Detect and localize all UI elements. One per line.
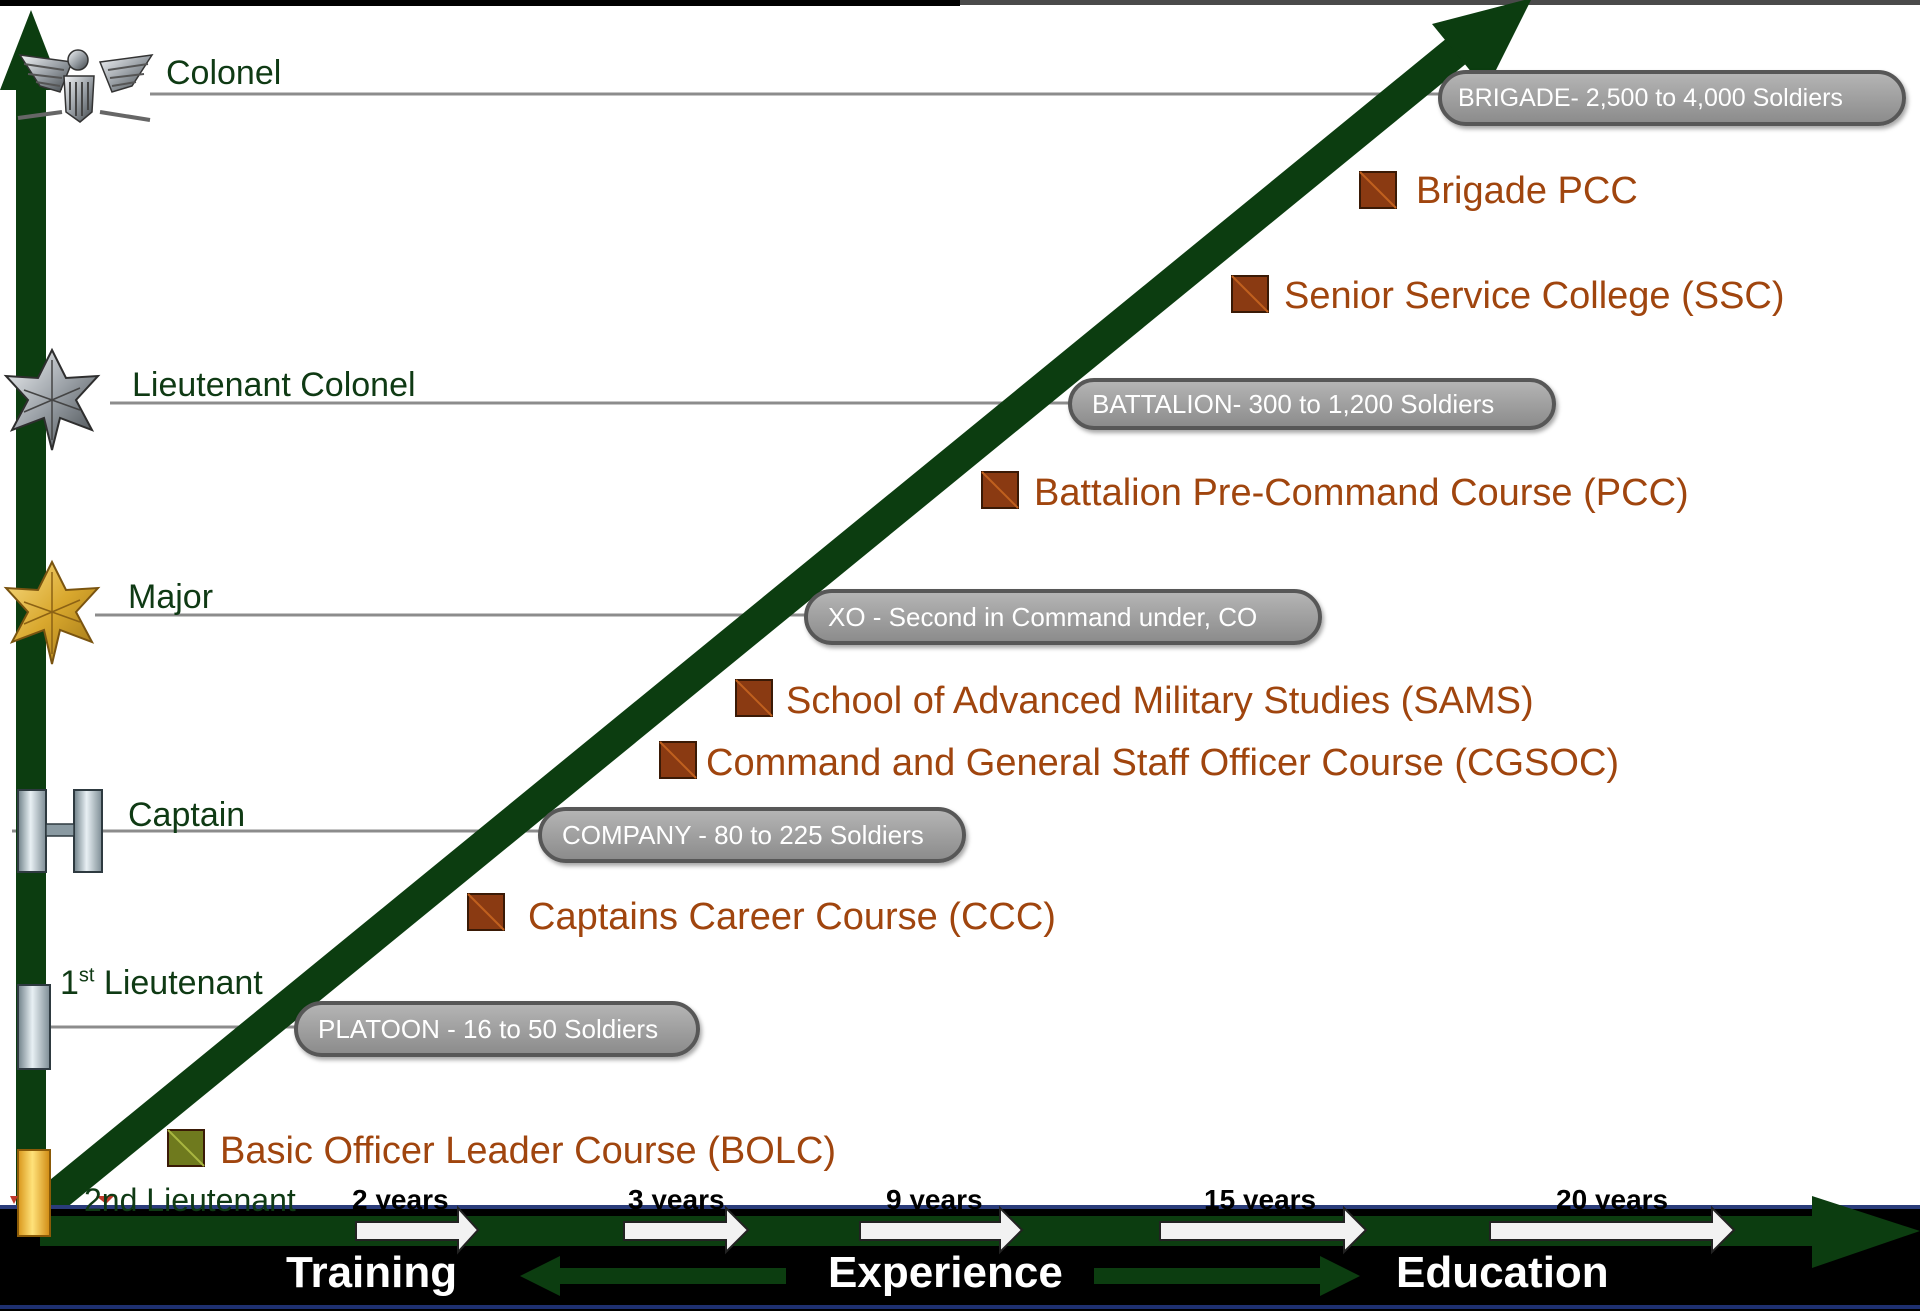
- colonel-eagle-icon: [17, 49, 154, 123]
- cgsoc-marker: [659, 741, 697, 779]
- ccc-marker: [467, 893, 505, 931]
- unit-company-pill: COMPANY - 80 to 225 Soldiers: [538, 807, 966, 863]
- unit-battalion-pill: BATTALION- 300 to 1,200 Soldiers: [1068, 378, 1556, 430]
- course-ssc: Senior Service College (SSC): [1284, 275, 1785, 317]
- rank-captain: Captain: [128, 796, 246, 834]
- year-label-20: 20 years: [1556, 1184, 1669, 1215]
- rank-colonel: Colonel: [166, 54, 282, 92]
- career-diagonal-arrowhead: [1432, 0, 1531, 90]
- year-arrow-3: [623, 1205, 750, 1255]
- brigade-pcc-marker: [1359, 171, 1397, 209]
- top-border-dark: [0, 0, 960, 6]
- unit-xo-pill: XO - Second in Command under, CO: [804, 589, 1322, 645]
- rank-second-lieutenant: 2nd Lieutenant: [84, 1182, 296, 1218]
- course-ccc: Captains Career Course (CCC): [528, 896, 1056, 938]
- first-lt-number: 1: [60, 964, 79, 1002]
- second-lieutenant-bar-icon: [10, 1149, 114, 1237]
- bottom-band-bottom-edge: [0, 1305, 1920, 1309]
- lieutenant-colonel-oak-leaf-icon: [3, 347, 101, 451]
- bolc-marker: [167, 1129, 205, 1167]
- course-brigade-pcc: Brigade PCC: [1416, 170, 1638, 212]
- course-sams: School of Advanced Military Studies (SAM…: [786, 680, 1534, 722]
- first-lt-suffix: st: [78, 964, 95, 987]
- rank-lieutenant-colonel: Lieutenant Colonel: [132, 366, 416, 404]
- top-border-gray: [960, 0, 1920, 5]
- rank-first-lieutenant: 1st Lieutenant: [60, 964, 263, 1003]
- phase-arrow-left: [520, 1256, 786, 1296]
- career-diagonal-arrow: [25, 35, 1471, 1225]
- year-arrow-2: [355, 1205, 480, 1255]
- captain-bars-icon: [17, 789, 103, 873]
- year-label-15: 15 years: [1204, 1184, 1317, 1215]
- year-arrow-15: [1159, 1205, 1368, 1255]
- year-arrow-9: [859, 1205, 1024, 1255]
- bottom-band-top-edge: [0, 1205, 1920, 1209]
- year-label-3: 3 years: [628, 1184, 725, 1215]
- year-arrow-20: [1489, 1205, 1736, 1255]
- phase-arrow-right: [1094, 1256, 1360, 1296]
- phase-training: Training: [286, 1248, 458, 1297]
- timeline-arrowhead: [1812, 1196, 1920, 1268]
- year-label-2: 2 years: [352, 1184, 449, 1215]
- major-oak-leaf-icon: [3, 559, 101, 665]
- unit-platoon-pill: PLATOON - 16 to 50 Soldiers: [294, 1001, 700, 1057]
- sams-marker: [735, 679, 773, 717]
- battalion-pcc-marker: [981, 471, 1019, 509]
- course-cgsoc: Command and General Staff Officer Course…: [706, 742, 1620, 784]
- rank-major: Major: [128, 578, 214, 616]
- unit-brigade-pill: BRIGADE- 2,500 to 4,000 Soldiers: [1438, 70, 1906, 126]
- first-lt-word: Lieutenant: [94, 964, 263, 1002]
- phase-experience: Experience: [828, 1248, 1063, 1297]
- course-bolc: Basic Officer Leader Course (BOLC): [220, 1130, 836, 1172]
- first-lieutenant-bar-icon: [17, 984, 51, 1070]
- ssc-marker: [1231, 275, 1269, 313]
- course-battalion-pcc: Battalion Pre-Command Course (PCC): [1034, 472, 1689, 514]
- phase-education: Education: [1396, 1248, 1609, 1297]
- year-label-9: 9 years: [886, 1184, 983, 1215]
